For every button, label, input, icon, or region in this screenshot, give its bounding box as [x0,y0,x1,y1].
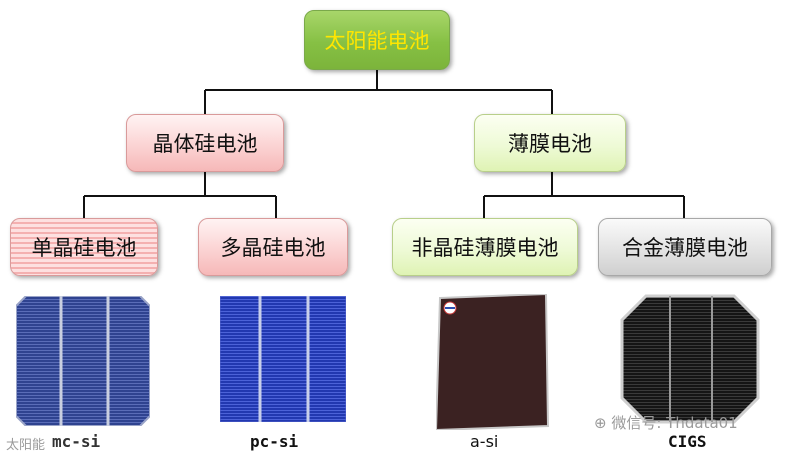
caption-cigs: CIGS [668,432,707,451]
watermark-wechat-text: 微信号: Thdata01 [611,414,737,432]
watermark-left: 太阳能 [6,434,45,453]
poly-silicon-cell-image [220,296,346,422]
node-polycrystalline: 多晶硅电池 [198,218,348,276]
node-crystalline-silicon: 晶体硅电池 [126,114,284,172]
caption-poly: pc-si [250,432,298,451]
caption-amorphous: a-si [470,432,498,451]
node-solar-cell-label: 太阳能电池 [325,25,430,55]
node-crystalline-silicon-label: 晶体硅电池 [153,128,258,158]
node-amorphous-thin-film-label: 非晶硅薄膜电池 [412,232,559,262]
node-amorphous-thin-film: 非晶硅薄膜电池 [392,218,578,276]
connector-root [205,70,552,114]
node-thin-film: 薄膜电池 [474,114,626,172]
node-alloy-thin-film: 合金薄膜电池 [598,218,772,276]
node-solar-cell: 太阳能电池 [304,10,450,70]
node-polycrystalline-label: 多晶硅电池 [221,232,326,262]
connector-crystalline [84,172,276,218]
mono-silicon-cell-image [16,296,150,426]
watermark-wechat: ⊕ 微信号: Thdata01 [594,412,738,433]
amorphous-silicon-panel-image [436,294,550,430]
caption-mono: mc-si [52,432,100,451]
node-thin-film-label: 薄膜电池 [508,128,592,158]
node-monocrystalline-label: 单晶硅电池 [32,232,137,262]
cigs-cell-image [620,294,760,424]
wechat-icon: ⊕ [594,414,607,432]
connector-thin-film [484,172,684,218]
node-alloy-thin-film-label: 合金薄膜电池 [622,232,748,262]
node-monocrystalline: 单晶硅电池 [10,218,158,276]
